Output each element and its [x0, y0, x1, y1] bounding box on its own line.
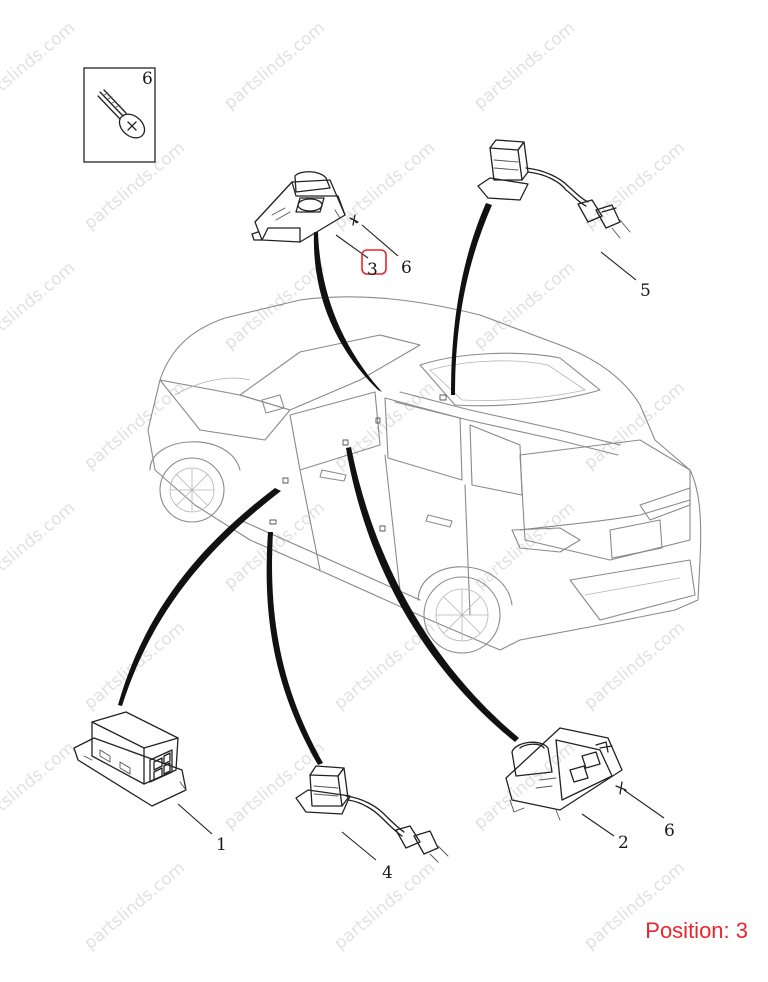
watermark-text: partslinds.com	[470, 498, 579, 594]
pointer-beams	[118, 203, 519, 765]
fastener-part-3	[349, 214, 399, 257]
position-label: Position: 3	[645, 918, 748, 943]
callout-6-bottom: 6	[664, 821, 675, 841]
part-2-module	[505, 727, 623, 821]
beam-part-3	[313, 232, 382, 392]
watermark-text: partslinds.com	[470, 18, 579, 114]
watermark-text: partslinds.com	[0, 258, 79, 354]
watermark-text: partslinds.com	[470, 738, 579, 834]
callout-6-inset: 6	[142, 69, 153, 89]
leader-part-3	[335, 234, 369, 259]
leader-part-2	[581, 813, 615, 837]
watermark-text: partslinds.com	[220, 498, 329, 594]
part-3-module	[251, 171, 346, 243]
watermark-text: partslinds.com	[0, 498, 79, 594]
callout-5: 5	[640, 281, 651, 301]
beam-part-2	[346, 447, 519, 742]
beam-part-5	[451, 203, 492, 395]
part-5-module	[477, 139, 631, 239]
leader-part-1	[177, 803, 213, 835]
watermark-text: partslinds.com	[80, 858, 189, 954]
watermark-text: partslinds.com	[580, 618, 689, 714]
beam-part-4	[266, 532, 323, 765]
watermark-text: partslinds.com	[330, 138, 439, 234]
callout-4: 4	[382, 863, 393, 883]
callout-6-top: 6	[401, 258, 412, 278]
part-4-module	[295, 765, 449, 863]
inset-screw: 6	[83, 67, 156, 163]
watermark-text: partslinds.com	[0, 18, 79, 114]
leader-part-5	[600, 251, 637, 281]
callout-2: 2	[618, 833, 629, 853]
fastener-part-2	[615, 781, 665, 819]
part-1-module	[73, 711, 187, 807]
watermark-text: partslinds.com	[580, 138, 689, 234]
callout-1: 1	[216, 835, 227, 855]
screw-icon	[97, 89, 146, 139]
watermark-text: partslinds.com	[220, 18, 329, 114]
watermark-text: partslinds.com	[470, 258, 579, 354]
callout-3: 3	[367, 260, 378, 280]
leader-part-4	[341, 831, 377, 861]
highlight-part-3	[361, 249, 387, 275]
watermark-text: partslinds.com	[330, 378, 439, 474]
vehicle-outline	[147, 296, 702, 654]
watermark-text: partslinds.com	[0, 738, 79, 834]
watermark-text: partslinds.com	[80, 378, 189, 474]
